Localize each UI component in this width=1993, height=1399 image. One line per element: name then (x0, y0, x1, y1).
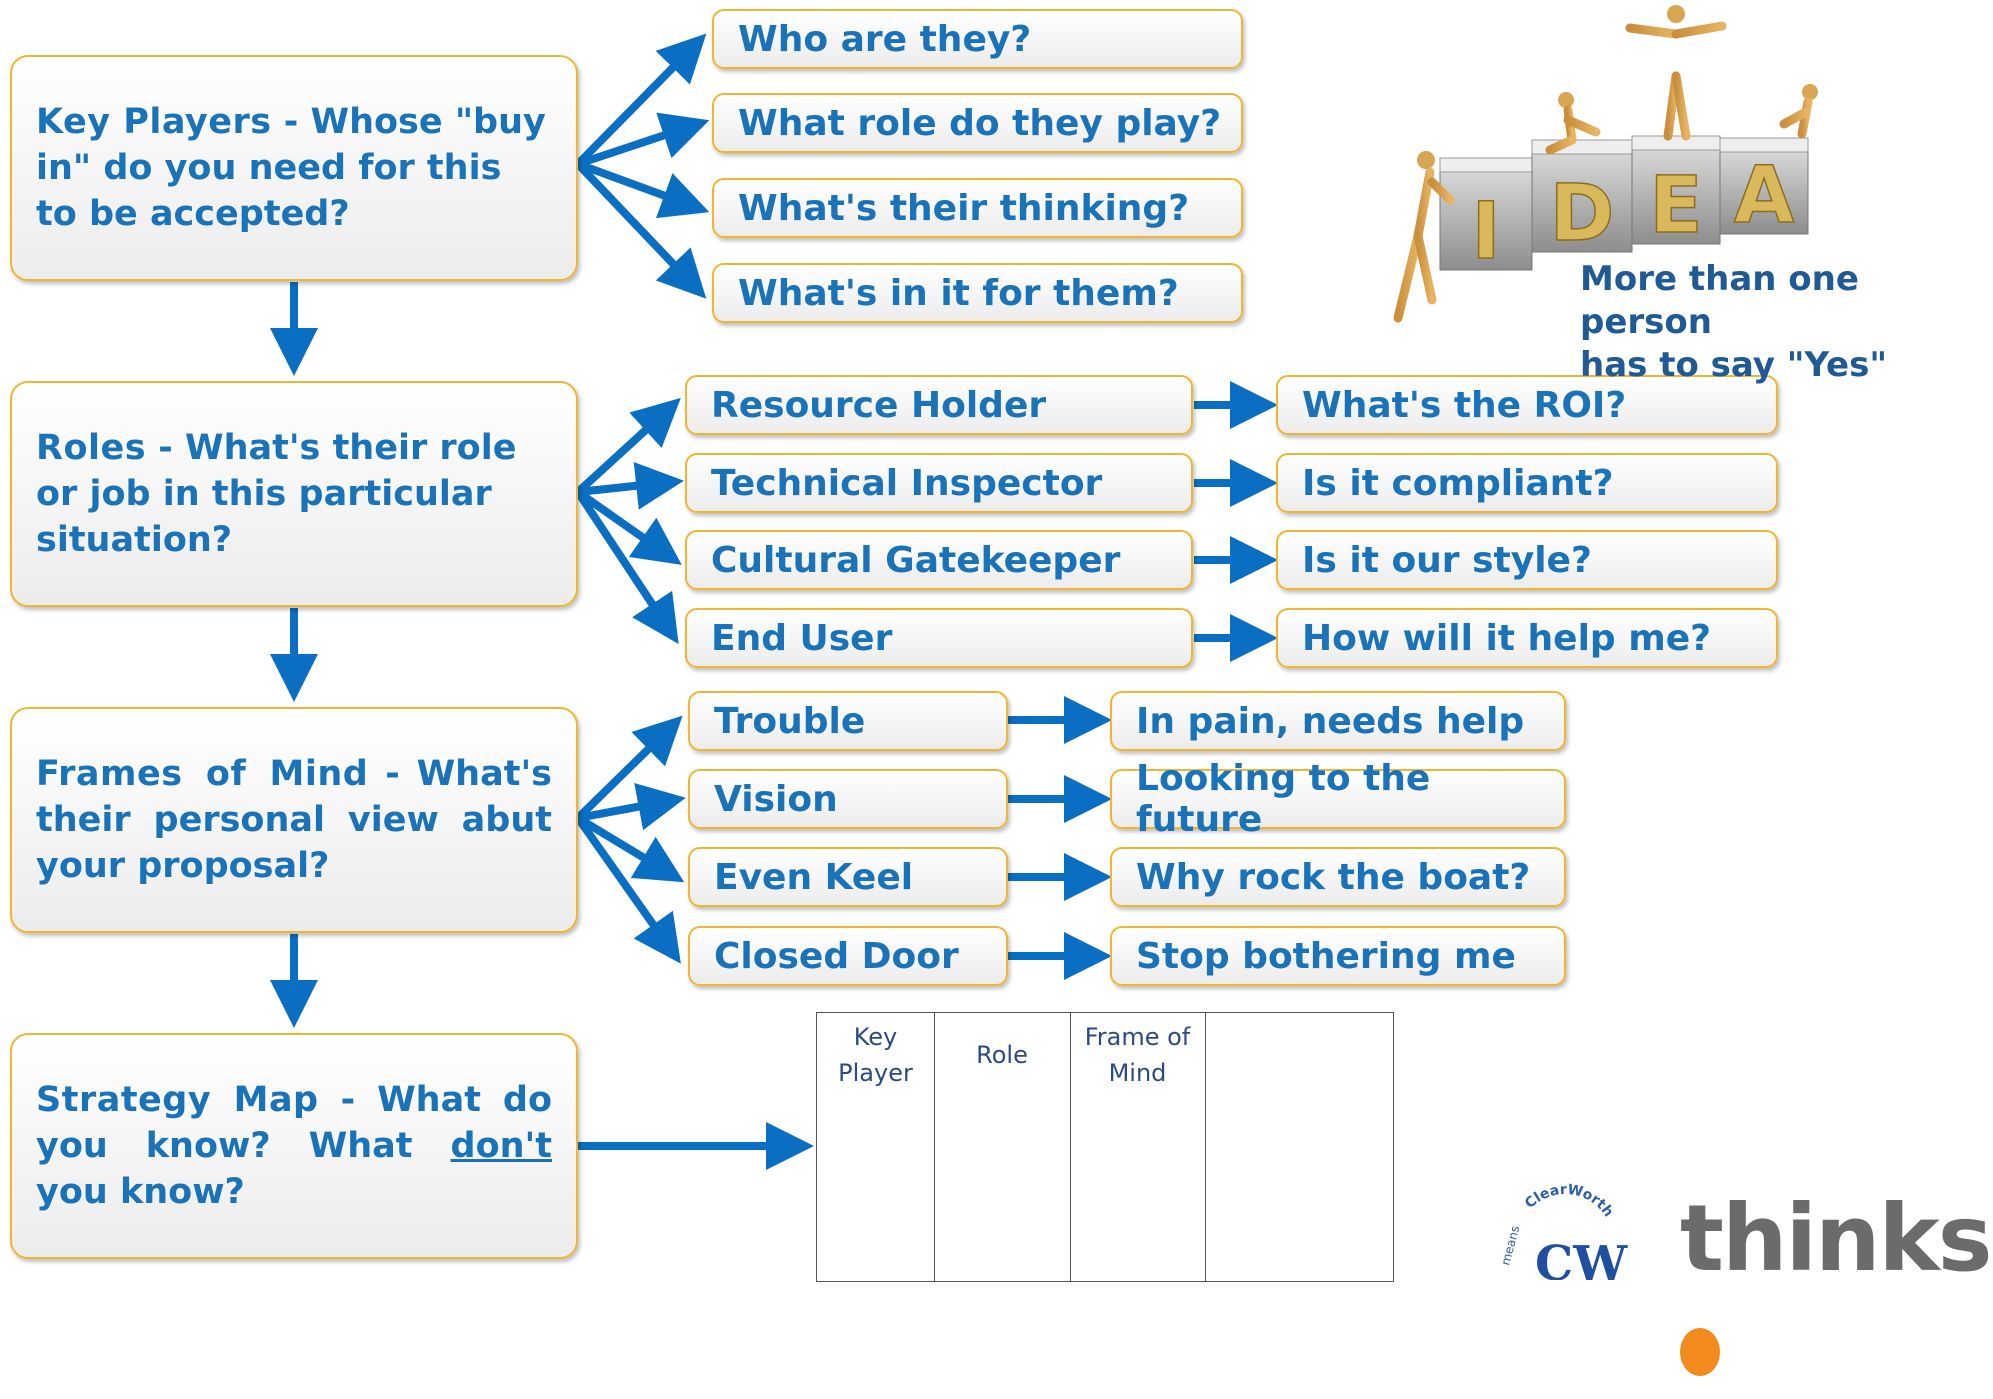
clearworth-logo: ClearWorth means CW (1498, 1182, 1628, 1280)
frame-box: Trouble (688, 691, 1008, 751)
idea-blocks-illustration: I D E A (1393, 5, 1818, 323)
frame-box: Even Keel (688, 847, 1008, 907)
role-result-box: How will it help me? (1276, 608, 1778, 668)
thinkspot-logo: thinksp (1680, 1185, 1993, 1399)
table-header-role: Role (976, 1041, 1028, 1069)
role-box: Resource Holder (685, 375, 1193, 435)
frame-result-label: Why rock the boat? (1136, 856, 1531, 898)
table-divider (1205, 1013, 1206, 1281)
role-box: Cultural Gatekeeper (685, 530, 1193, 590)
role-result-label: How will it help me? (1302, 617, 1712, 659)
question-label: What's their thinking? (738, 187, 1190, 229)
frame-box: Closed Door (688, 926, 1008, 986)
role-result-box: Is it our style? (1276, 530, 1778, 590)
frame-result-box: Looking to the future (1110, 758, 1566, 840)
role-box: End User (685, 608, 1193, 668)
seal-side-text: means (1498, 1224, 1522, 1267)
cube-letter: A (1734, 151, 1794, 241)
cube-letter: D (1550, 169, 1615, 259)
table-divider (1070, 1013, 1071, 1281)
strategy-map-table: Key Player Role Frame of Mind (816, 1012, 1394, 1282)
fan-arrow (577, 461, 684, 510)
brand-text: thinksp (1680, 1185, 1993, 1292)
connector-arrows (270, 33, 1278, 1170)
table-header-key-player: Key Player (838, 1023, 913, 1087)
idea-caption: More than one person has to say "Yes" (1580, 258, 1993, 387)
stage-description: - Whose "buy in" do you need for this to… (36, 102, 546, 234)
stage-title: Key Players (36, 102, 272, 142)
role-result-label: Is it compliant? (1302, 462, 1614, 504)
fan-arrow (576, 112, 710, 168)
role-result-box: What's the ROI? (1276, 375, 1778, 435)
role-result-label: Is it our style? (1302, 539, 1592, 581)
cube-letter: I (1471, 187, 1500, 277)
stage-title: Roles (36, 428, 147, 468)
frame-result-box: Stop bothering me (1110, 926, 1566, 986)
question-box: Who are they? (712, 9, 1243, 69)
seal-initials: CW (1535, 1236, 1628, 1280)
frame-result-label: In pain, needs help (1136, 700, 1525, 742)
fan-arrow (577, 783, 686, 831)
stage-frames-of-mind: Frames of Mind - What's their personal v… (10, 707, 578, 933)
caption-line: More than one person (1580, 259, 1859, 342)
frame-label: Trouble (714, 700, 866, 742)
question-label: What's in it for them? (738, 272, 1179, 314)
fan-arrow (575, 161, 707, 299)
table-divider (934, 1013, 935, 1281)
frame-result-label: Looking to the future (1136, 758, 1431, 840)
svg-text:ClearWorth: ClearWorth (1522, 1182, 1616, 1220)
role-label: Technical Inspector (711, 462, 1103, 504)
role-label: Resource Holder (711, 384, 1047, 426)
fan-arrow (575, 715, 683, 821)
stage-title: Frames of Mind (36, 754, 369, 794)
frame-label: Vision (714, 778, 838, 820)
fan-arrow (575, 397, 681, 495)
question-box: What role do they play? (712, 93, 1243, 153)
stage-roles: Roles - What's their role or job in this… (10, 381, 578, 607)
fan-arrow (575, 814, 685, 883)
letter-cubes (1439, 135, 1809, 271)
lightbulb-icon (1680, 1327, 1720, 1376)
frame-label: Even Keel (714, 856, 914, 898)
seal-text: ClearWorth (1522, 1182, 1616, 1220)
fan-arrow (576, 160, 710, 219)
caption-line: has to say "Yes" (1580, 345, 1888, 385)
fan-arrow (575, 33, 707, 167)
frame-result-box: Why rock the boat? (1110, 847, 1566, 907)
role-result-box: Is it compliant? (1276, 453, 1778, 513)
role-label: End User (711, 617, 893, 659)
frame-result-box: In pain, needs help (1110, 691, 1566, 751)
stage-description: - What's their role or job in this parti… (36, 428, 517, 560)
frame-label: Closed Door (714, 935, 959, 977)
question-box: What's in it for them? (712, 263, 1243, 323)
role-result-label: What's the ROI? (1302, 384, 1627, 426)
stage-description-emphasis: don't (450, 1126, 552, 1166)
fan-arrow (575, 488, 682, 565)
question-box: What's their thinking? (712, 178, 1243, 238)
question-label: What role do they play? (738, 102, 1222, 144)
stage-description-start: - What do you know? What (36, 1080, 552, 1166)
frame-box: Vision (688, 769, 1008, 829)
role-box: Technical Inspector (685, 453, 1193, 513)
stage-key-players: Key Players - Whose "buy in" do you need… (10, 55, 578, 281)
fan-arrow (574, 489, 679, 645)
stage-strategy-map: Strategy Map - What do you know? What do… (10, 1033, 578, 1259)
stage-description: - What's their personal view abut your p… (36, 754, 552, 886)
role-label: Cultural Gatekeeper (711, 539, 1121, 581)
stage-title: Strategy Map (36, 1080, 319, 1120)
stage-description-end: you know? (36, 1172, 245, 1212)
question-label: Who are they? (738, 18, 1032, 60)
frame-result-label: Stop bothering me (1136, 935, 1516, 977)
fan-arrow (574, 815, 681, 964)
table-header-frame-of-mind: Frame of Mind (1084, 1023, 1191, 1087)
cube-letter: E (1649, 161, 1702, 251)
mannequin-figures (1393, 5, 1818, 323)
